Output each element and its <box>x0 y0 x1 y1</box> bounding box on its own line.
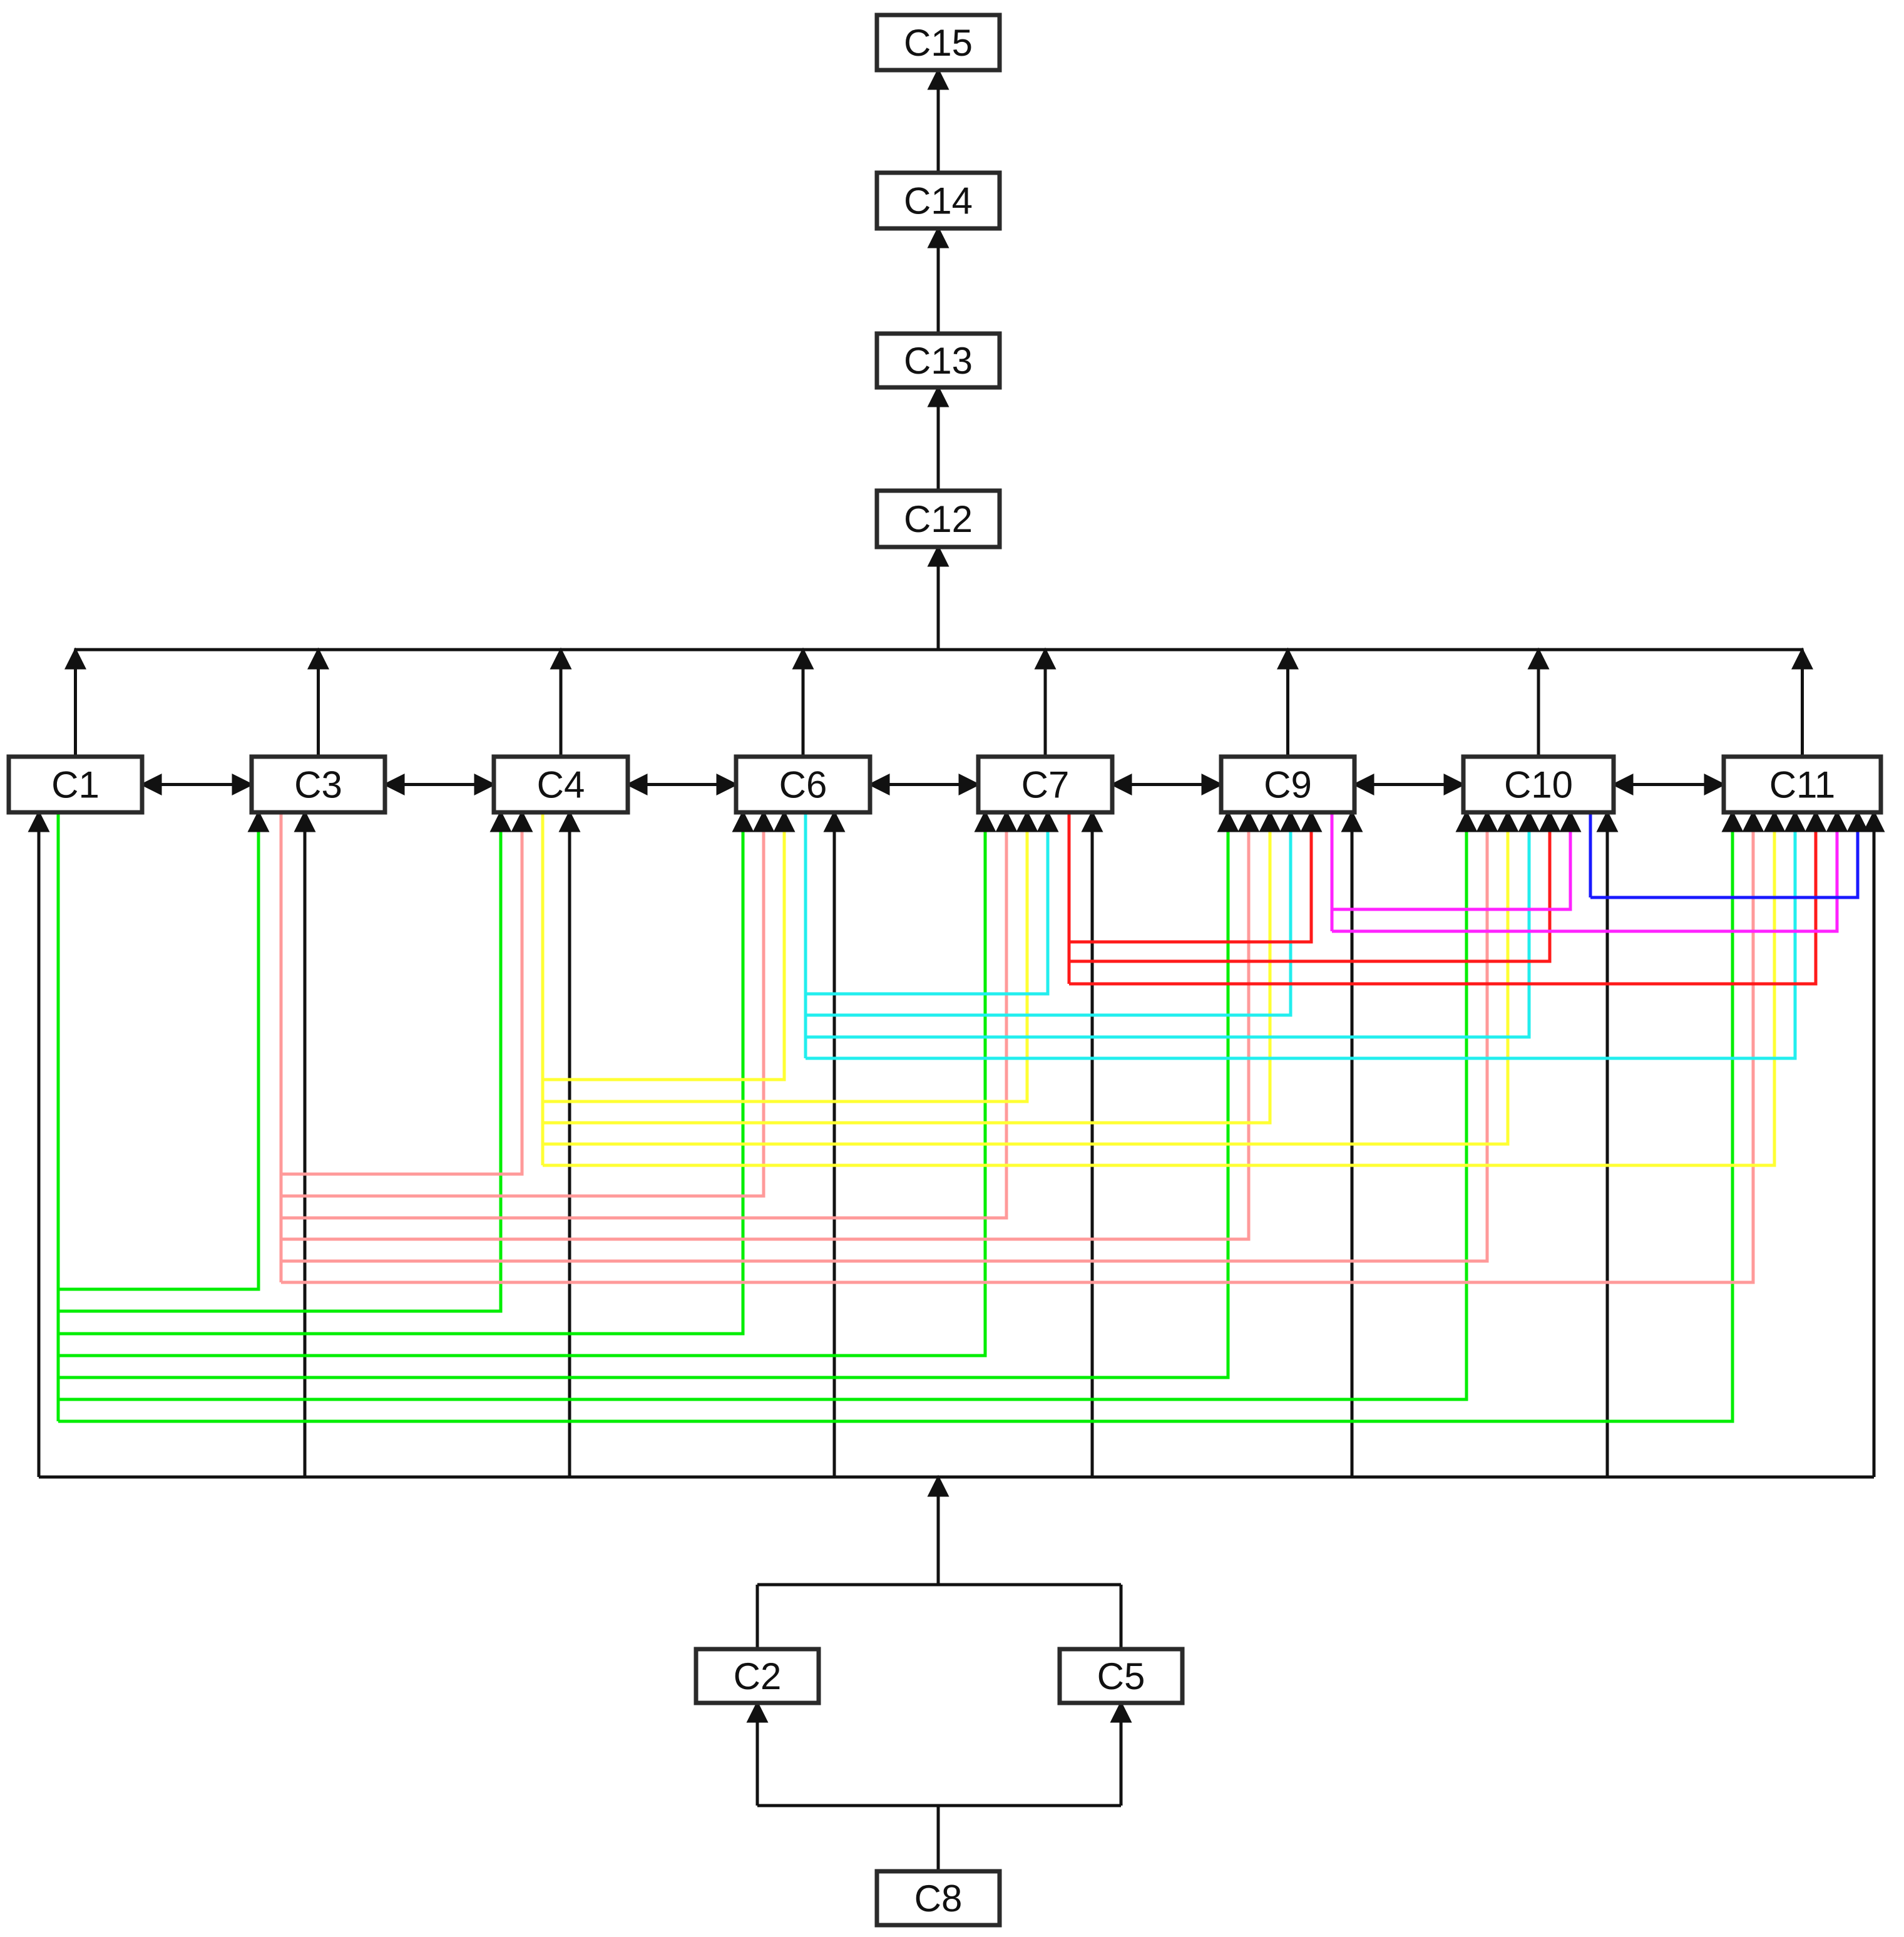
node-box <box>874 331 1002 390</box>
node-box <box>1219 754 1357 815</box>
link-c7-to-c10 <box>1069 810 1561 963</box>
link-c10-to-c11 <box>1590 810 1869 899</box>
link-c1-to-c4 <box>58 810 512 1313</box>
node-box <box>976 754 1115 815</box>
node-box <box>874 170 1002 231</box>
link-c3-to-c9 <box>281 810 1260 1241</box>
node-box <box>491 754 630 815</box>
node-c4: C4 <box>491 754 630 815</box>
node-c8: C8 <box>874 1869 1002 1928</box>
link-c9-to-c10 <box>1332 810 1582 911</box>
link-c4-to-c9 <box>543 810 1281 1125</box>
node-c13: C13 <box>874 331 1002 390</box>
node-box <box>694 1647 821 1705</box>
node-label: C11 <box>1769 764 1836 806</box>
link-c7-to-c11 <box>1069 810 1827 986</box>
node-box <box>734 754 873 815</box>
node-label: C3 <box>294 764 342 806</box>
node-label: C7 <box>1021 764 1070 806</box>
node-label: C12 <box>904 498 973 540</box>
node-c11: C11 <box>1721 754 1883 815</box>
link-c7-to-c9 <box>1069 810 1323 944</box>
node-box <box>249 754 387 815</box>
node-label: C5 <box>1097 1655 1145 1697</box>
node-c5: C5 <box>1057 1647 1185 1705</box>
link-c4-to-c10 <box>543 810 1519 1146</box>
node-box <box>6 754 145 815</box>
node-label: C2 <box>734 1655 782 1697</box>
node-c3: C3 <box>249 754 387 815</box>
node-c12: C12 <box>874 488 1002 549</box>
node-label: C4 <box>537 764 585 806</box>
node-box <box>1057 1647 1185 1705</box>
link-c1-to-c3 <box>58 810 270 1291</box>
link-c6-to-c10 <box>806 810 1540 1039</box>
node-c1: C1 <box>6 754 145 815</box>
node-c7: C7 <box>976 754 1115 815</box>
link-c1-to-c11 <box>58 810 1744 1423</box>
node-box <box>874 488 1002 549</box>
node-box <box>1721 754 1883 815</box>
node-box <box>874 1869 1002 1928</box>
wire-layer <box>28 68 1885 1871</box>
node-label: C6 <box>779 764 827 806</box>
node-label: C9 <box>1264 764 1312 806</box>
link-c6-to-c11 <box>806 810 1806 1060</box>
node-label: C8 <box>914 1878 963 1919</box>
node-label: C1 <box>51 764 100 806</box>
link-c3-to-c4 <box>281 810 533 1176</box>
node-label: C14 <box>904 180 973 222</box>
link-c1-to-c10 <box>58 810 1478 1401</box>
node-label: C15 <box>904 22 973 64</box>
link-c1-to-c9 <box>58 810 1239 1379</box>
node-c10: C10 <box>1461 754 1616 815</box>
link-c3-to-c6 <box>281 810 775 1198</box>
node-c9: C9 <box>1219 754 1357 815</box>
link-c3-to-c11 <box>281 810 1764 1284</box>
link-c6-to-c7 <box>806 810 1059 996</box>
node-c15: C15 <box>874 13 1002 73</box>
node-c6: C6 <box>734 754 873 815</box>
node-box <box>1461 754 1616 815</box>
link-c3-to-c7 <box>281 810 1018 1220</box>
link-c6-to-c9 <box>806 810 1302 1017</box>
link-c4-to-c6 <box>543 810 796 1081</box>
node-c2: C2 <box>694 1647 821 1705</box>
node-box <box>874 13 1002 73</box>
link-c1-to-c6 <box>58 810 754 1336</box>
link-c4-to-c7 <box>543 810 1038 1103</box>
link-c9-to-c11 <box>1332 810 1848 933</box>
node-c14: C14 <box>874 170 1002 231</box>
node-label: C10 <box>1504 764 1573 806</box>
node-label: C13 <box>904 340 973 382</box>
